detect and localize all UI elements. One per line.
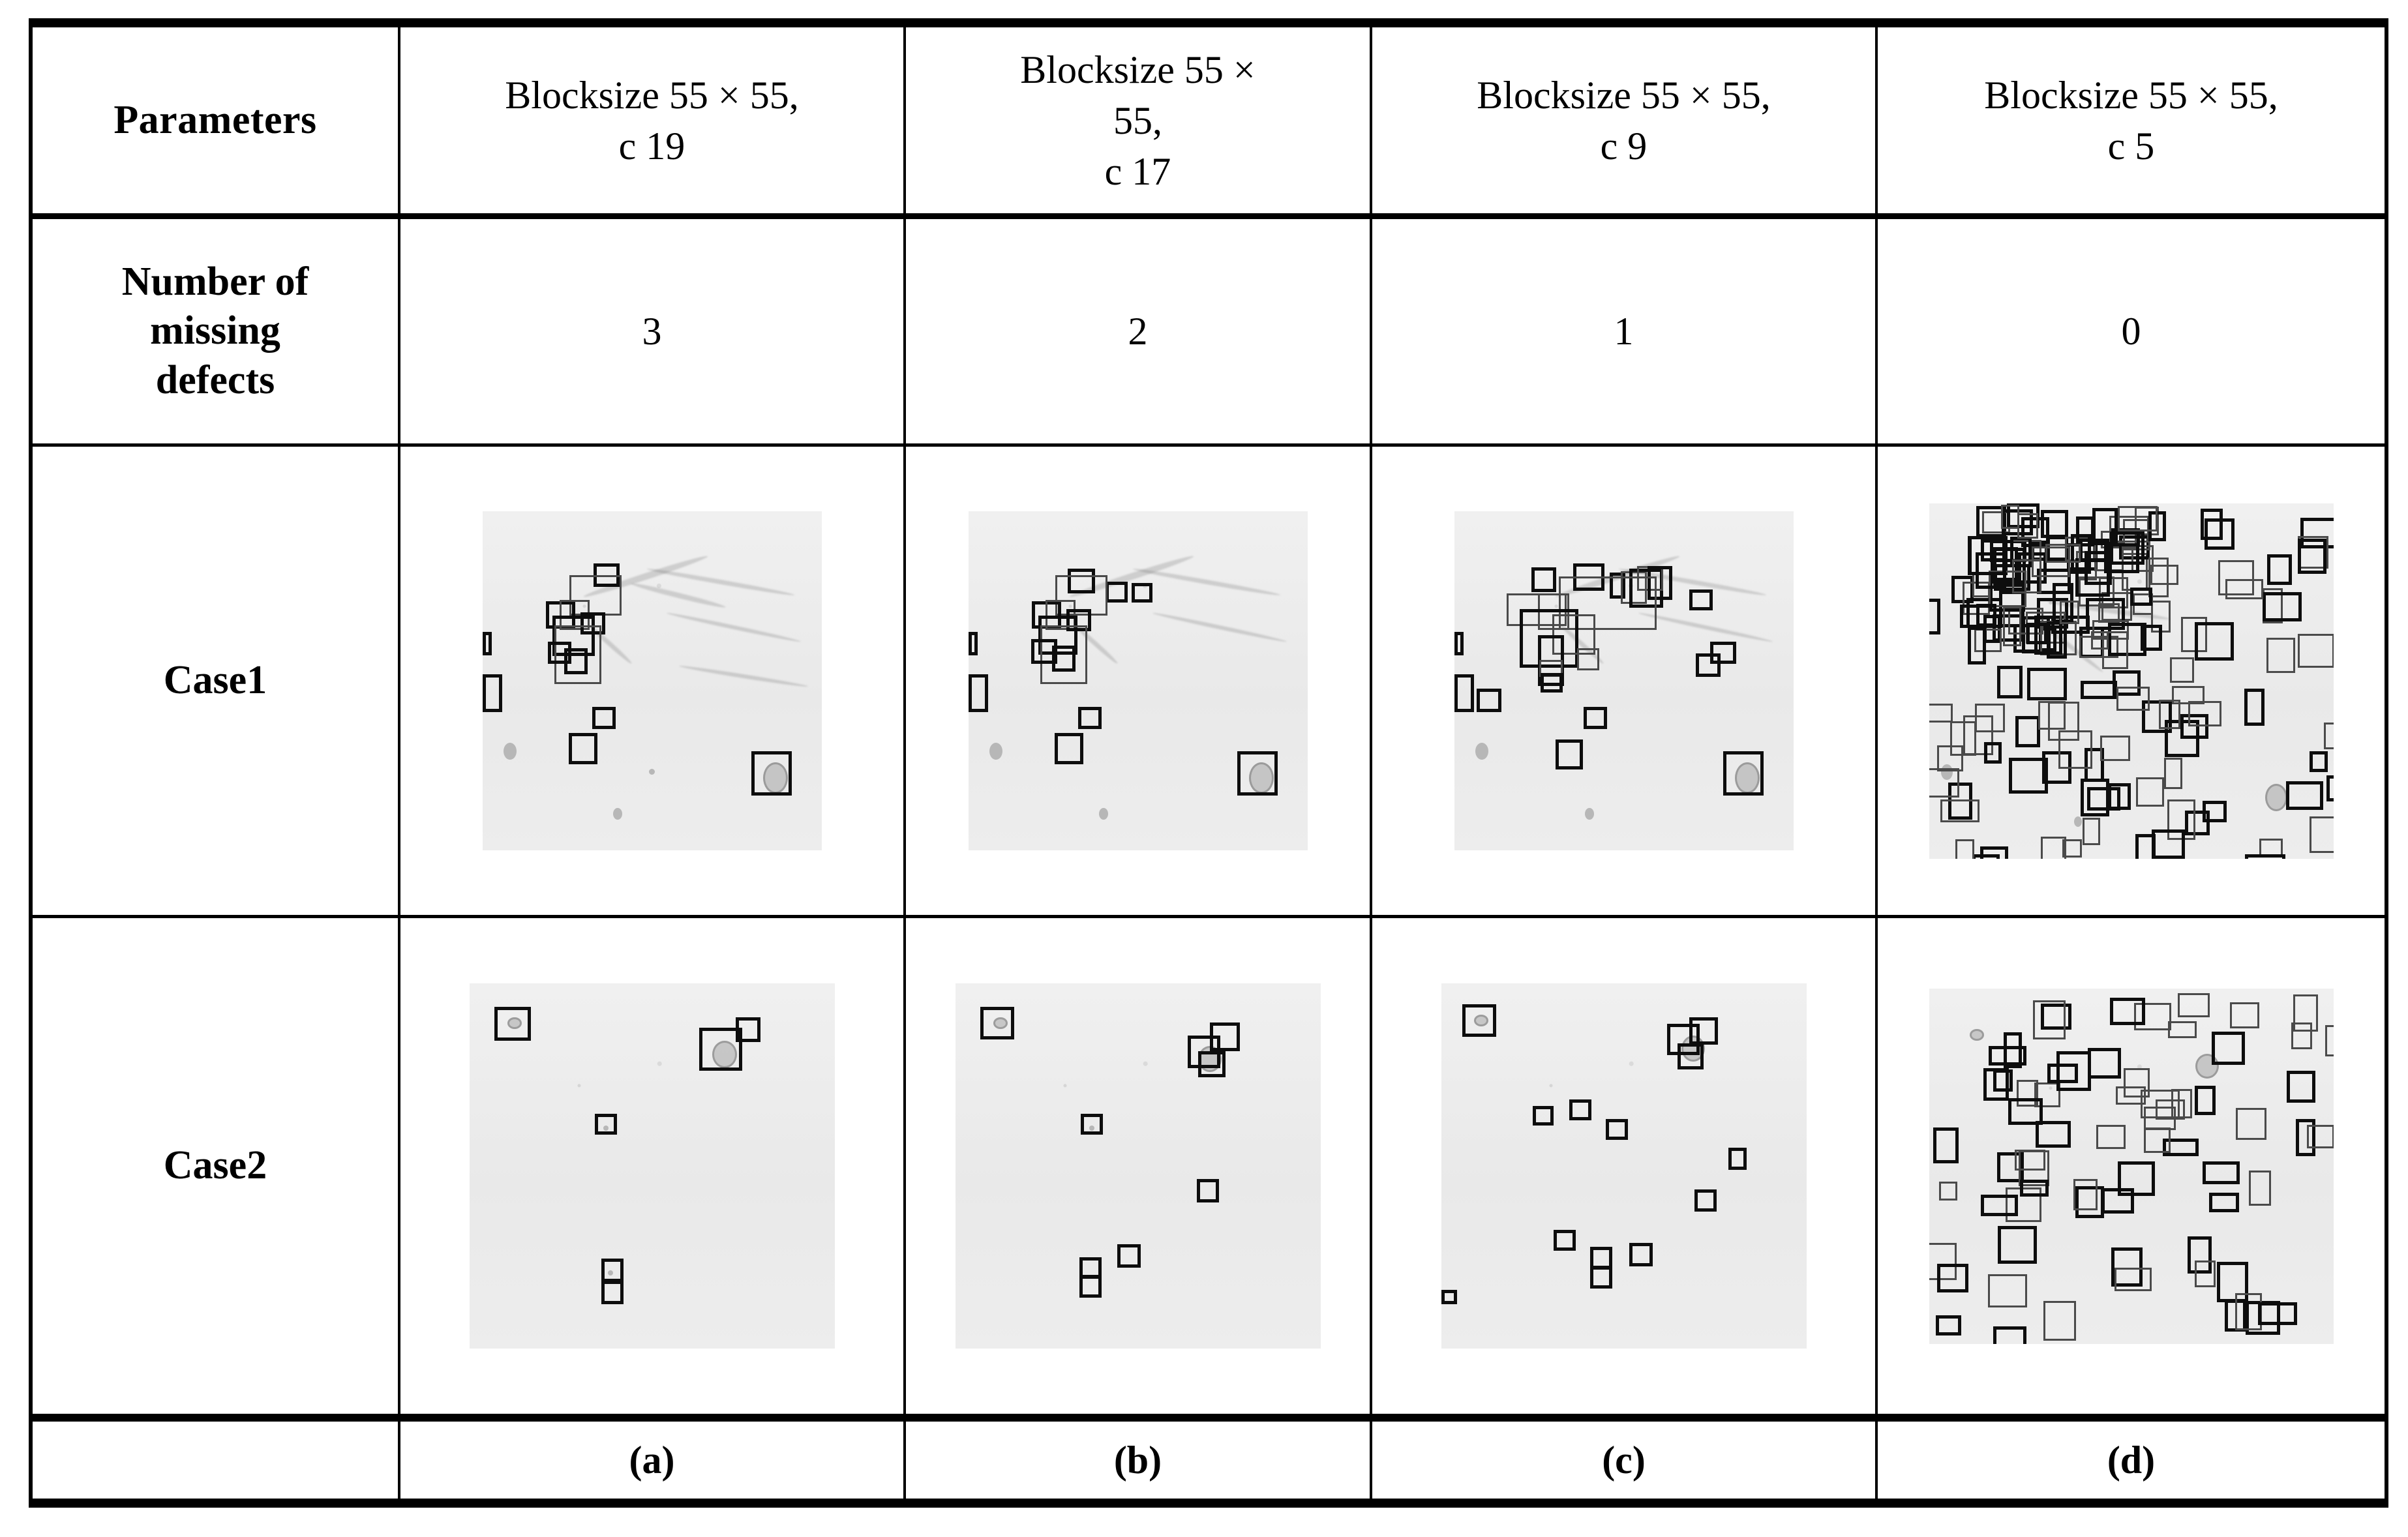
missing-defects-value-d: 0 (1875, 216, 2388, 447)
image-cell-case1-c (1370, 445, 1878, 918)
micrograph-case1-a (482, 511, 822, 850)
micrograph-case2-c (1441, 983, 1807, 1349)
image-cell-case1-d (1875, 445, 2388, 918)
case1-label: Case1 (163, 658, 267, 703)
micrograph-case2-d (1929, 988, 2334, 1344)
micrograph-case1-b (968, 511, 1308, 850)
header-cell-col-b: Blocksize 55 × 55, c 17 (903, 18, 1372, 219)
panel-texture-icon (469, 983, 835, 1349)
header-cell-col-c: Blocksize 55 × 55, c 9 (1370, 18, 1878, 219)
table-row-case2: Case2 (29, 916, 2388, 1422)
image-cell-case2-d (1875, 916, 2388, 1422)
header-parameters-label: Parameters (113, 97, 317, 142)
missing-defects-line3: defects (155, 357, 275, 402)
micrograph-case1-c (1454, 511, 1794, 850)
header-col-d: Blocksize 55 × 55, c 5 (1878, 61, 2385, 181)
panel-texture-icon (968, 511, 1308, 850)
row-label-case2: Case2 (29, 916, 400, 1422)
panel-texture-icon (1441, 983, 1807, 1349)
header-col-d-line2: c 5 (2107, 124, 2155, 168)
header-col-c-line2: c 9 (1600, 124, 1648, 168)
subfigure-letter-c: (c) (1370, 1418, 1878, 1508)
missing-defects-line2: missing (150, 308, 280, 353)
table-row-case1: Case1 (29, 445, 2388, 918)
missing-defects-line1: Number of (121, 259, 309, 304)
header-cell-col-d: Blocksize 55 × 55, c 5 (1875, 18, 2388, 219)
micrograph-case2-a (469, 983, 835, 1349)
row-label-case1: Case1 (29, 445, 400, 918)
subfigure-letter-b: (b) (903, 1418, 1372, 1508)
image-cell-case1-a (398, 445, 906, 918)
header-col-b-line3: c 17 (1104, 149, 1171, 193)
image-cell-case2-b (903, 916, 1372, 1422)
header-cell-col-a: Blocksize 55 × 55, c 19 (398, 18, 906, 219)
missing-defects-value-a: 3 (398, 216, 906, 447)
header-col-b-line1: Blocksize 55 × (1020, 48, 1256, 91)
subfigure-letter-d: (d) (1875, 1418, 2388, 1508)
results-table: Parameters Blocksize 55 × 55, c 19 Block… (29, 18, 2388, 1508)
panel-texture-icon (1454, 511, 1794, 850)
header-col-b: Blocksize 55 × 55, c 17 (906, 35, 1370, 206)
micrograph-case2-b (955, 983, 1321, 1349)
micrograph-case1-d (1929, 503, 2334, 859)
image-cell-case2-a (398, 916, 906, 1422)
image-cell-case2-c (1370, 916, 1878, 1422)
table-row-subfigure-letters: (a) (b) (c) (d) (29, 1418, 2388, 1508)
header-col-a-line1: Blocksize 55 × 55, (505, 73, 799, 117)
image-cell-case1-b (903, 445, 1372, 918)
table-header-row: Parameters Blocksize 55 × 55, c 19 Block… (29, 18, 2388, 219)
case2-label: Case2 (163, 1143, 267, 1188)
header-col-b-line2: 55, (1113, 98, 1162, 142)
row-label-missing-defects: Number of missing defects (29, 216, 400, 447)
panel-texture-icon (955, 983, 1321, 1349)
missing-defects-label: Number of missing defects (33, 258, 398, 406)
header-col-c-line1: Blocksize 55 × 55, (1477, 73, 1771, 117)
header-col-d-line1: Blocksize 55 × 55, (1984, 73, 2278, 117)
header-cell-parameters: Parameters (29, 18, 400, 219)
missing-defects-value-b: 2 (903, 216, 1372, 447)
header-col-c: Blocksize 55 × 55, c 9 (1372, 61, 1875, 181)
missing-defects-value-c: 1 (1370, 216, 1878, 447)
table-row-missing-defects: Number of missing defects 3 2 1 0 (29, 216, 2388, 447)
header-col-a: Blocksize 55 × 55, c 19 (400, 61, 903, 181)
header-col-a-line2: c 19 (618, 124, 685, 168)
subfigure-letter-spacer (29, 1418, 400, 1508)
subfigure-letter-a: (a) (398, 1418, 906, 1508)
